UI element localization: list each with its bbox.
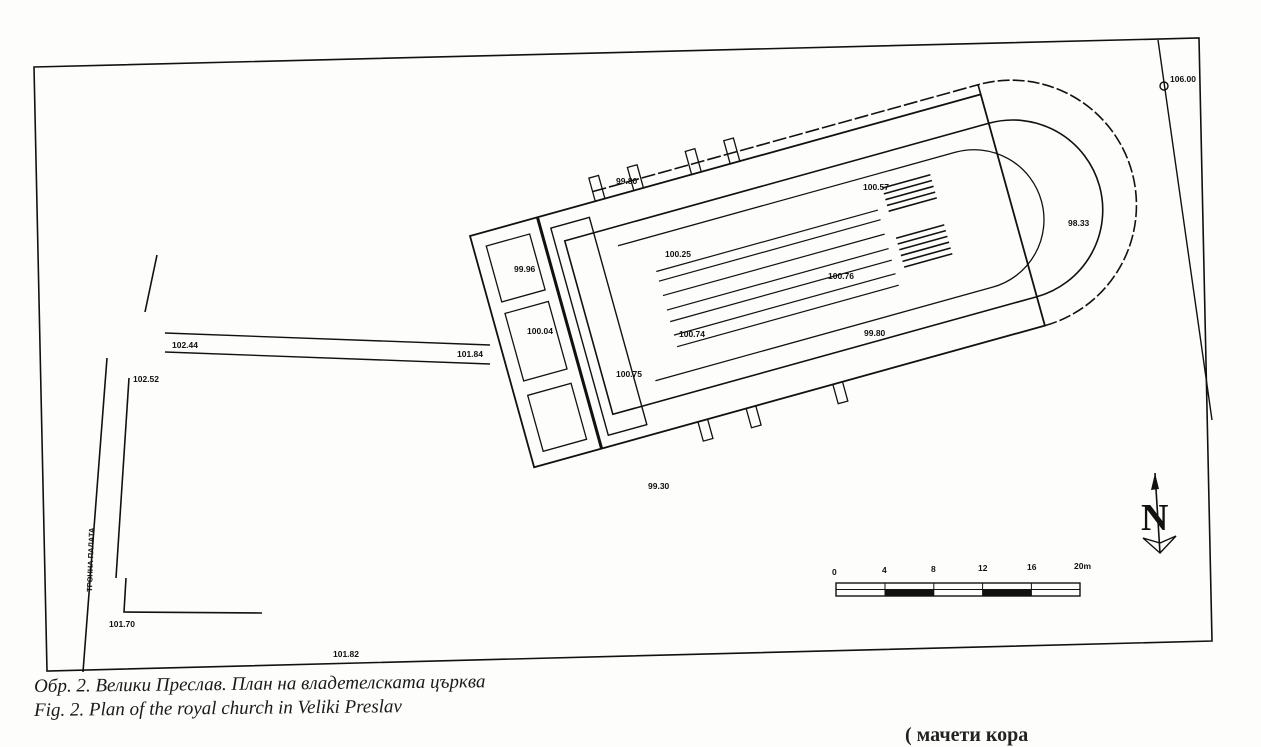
scale-tick-label: 4 — [882, 565, 887, 575]
elevation-label: 100.04 — [527, 326, 553, 336]
scale-tick-label: 0 — [832, 567, 837, 577]
north-letter: N — [1141, 497, 1168, 539]
plan-frame — [33, 37, 1213, 672]
figure-caption-english: Fig. 2. Plan of the royal church in Veli… — [34, 696, 402, 721]
elevation-label: 99.80 — [864, 328, 886, 338]
elevation-label: 102.52 — [133, 374, 159, 384]
throne-palace-label: ТРОННА ПАЛАТА — [85, 527, 96, 592]
elevation-label: 101.70 — [109, 619, 135, 629]
elevation-label: 99.30 — [648, 481, 670, 491]
scale-tick-label: 16 — [1027, 562, 1037, 572]
elevation-label: 100.25 — [665, 249, 691, 259]
elevation-label: 100.74 — [679, 329, 705, 339]
elevation-label: 101.82 — [333, 649, 359, 659]
elevation-label: 100.75 — [616, 369, 642, 379]
corridor-line-bottom — [164, 351, 491, 365]
palace-corner-wall — [123, 577, 263, 614]
palace-west-wall — [82, 357, 108, 673]
elevation-label: 101.84 — [457, 349, 483, 359]
benchmark-icon — [1159, 81, 1169, 91]
north-arrow-icon: N — [1141, 472, 1177, 554]
scale-tick-label: 12 — [978, 563, 988, 573]
church-outline — [468, 79, 1138, 469]
scale-bar: 0 4 8 12 16 20m — [832, 561, 1091, 597]
corridor-line-top — [164, 332, 491, 346]
cut-off-body-text: ( мачети кора — [905, 724, 1029, 746]
elevation-label: 100.76 — [828, 271, 854, 281]
palace-wall-segment — [144, 254, 158, 313]
elevation-label: 102.44 — [172, 340, 198, 350]
elevation-label: 99.80 — [616, 176, 638, 186]
scale-tick-label: 8 — [931, 564, 936, 574]
palace-inner-wall — [115, 377, 130, 579]
scale-tick-label: 20m — [1074, 561, 1091, 571]
right-diagonal-line — [1157, 39, 1213, 421]
elevation-label: 99.96 — [514, 264, 536, 274]
elevation-label: 98.33 — [1068, 218, 1090, 228]
elevation-label: 100.57 — [863, 182, 889, 192]
elevation-label: 106.00 — [1170, 74, 1196, 84]
